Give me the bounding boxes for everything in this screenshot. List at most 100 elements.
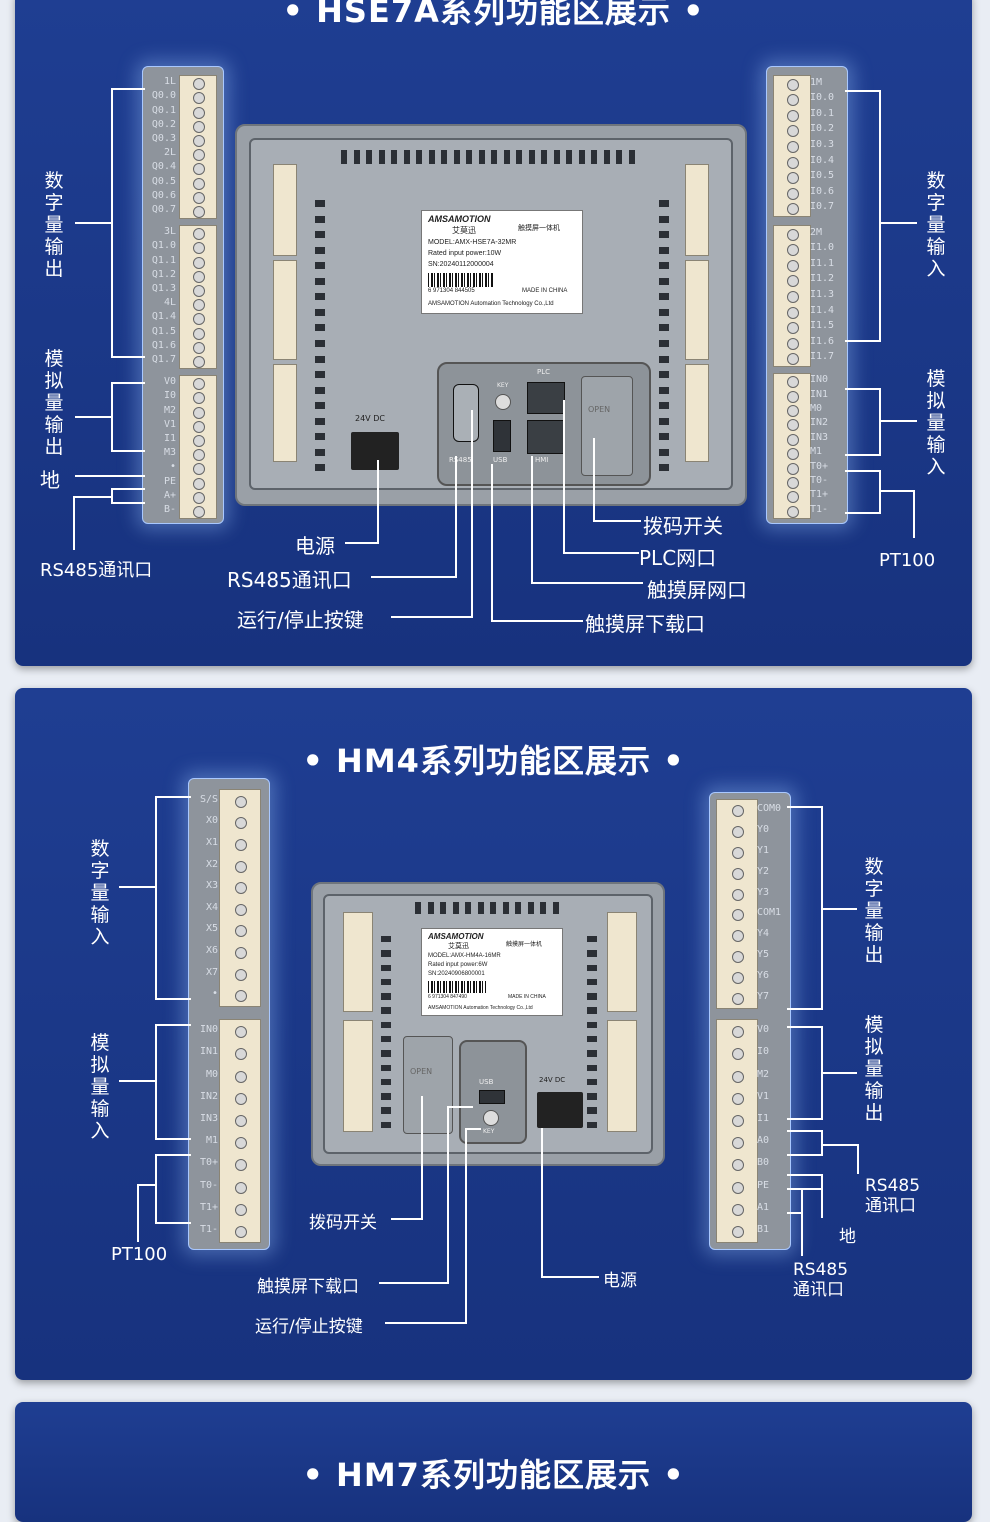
pin-label: T0-	[199, 1179, 218, 1191]
terminal-block	[179, 225, 217, 369]
power-connector[interactable]	[351, 432, 399, 470]
terminal-screw	[787, 291, 799, 303]
terminal-screw	[787, 94, 799, 107]
vent-slot	[587, 1093, 597, 1100]
digital-input-label: 数字量输入	[90, 838, 110, 948]
terminal-screw	[787, 448, 799, 461]
terminal-screw	[732, 1203, 744, 1216]
terminal-screw	[193, 191, 205, 204]
vent-slot	[515, 902, 522, 914]
pin-label: V0	[163, 376, 176, 388]
vent-slot	[452, 902, 459, 914]
terminal-screw	[193, 106, 205, 119]
plc-ethernet-port[interactable]	[527, 382, 565, 414]
pin-label: M3	[163, 447, 176, 459]
vent-slot	[490, 902, 497, 914]
pin-label: X3	[205, 880, 218, 892]
vent-slot	[466, 150, 473, 164]
vent-slot	[315, 324, 325, 332]
pin-label: Q0.5	[151, 175, 176, 187]
terminal-block	[716, 1019, 758, 1243]
dip-switch-cover[interactable]: OPEN	[403, 1036, 453, 1134]
vent-slot	[465, 902, 472, 914]
pin-label: X0	[205, 815, 218, 827]
terminal-screw	[787, 203, 799, 216]
terminal-screw	[193, 120, 205, 133]
pin-label: B1	[757, 1223, 770, 1235]
pin-label: 3L	[163, 226, 176, 238]
pin-label: T1-	[199, 1223, 218, 1235]
pin-label: Q1.2	[151, 268, 176, 280]
barcode	[428, 981, 486, 993]
terminal-screw	[193, 149, 205, 162]
run-stop-key[interactable]	[483, 1110, 499, 1126]
vent-slot	[587, 1064, 597, 1071]
hse7a-device: AMSAMOTION 艾莫迅 触摸屏一体机 MODEL:AMX-HSE7A-32…	[235, 124, 747, 506]
usb-port[interactable]	[493, 420, 511, 452]
pin-label: T0+	[199, 1157, 218, 1169]
vent-slot	[587, 1007, 597, 1014]
terminal-screw	[193, 491, 205, 504]
terminal-block	[716, 799, 758, 1009]
vent-slot	[587, 1107, 597, 1114]
rs485-db9-port[interactable]	[453, 384, 479, 442]
pin-label: IN2	[199, 1090, 218, 1102]
digital-input-label: 数字量输入	[926, 170, 946, 280]
terminal-block	[773, 373, 811, 519]
rs485-port-label: RS485通讯口	[227, 568, 352, 592]
pin-label: Q1.3	[151, 282, 176, 294]
vent-slot	[587, 993, 597, 1000]
terminal-screw	[732, 1026, 744, 1039]
terminal-block	[219, 789, 261, 1007]
usb-port[interactable]	[479, 1090, 505, 1104]
vent-slot	[659, 402, 669, 410]
terminal-screw	[193, 256, 205, 269]
terminal-screw	[235, 1225, 247, 1238]
vent-slot	[659, 231, 669, 239]
pin-label: Q0.1	[151, 104, 176, 116]
terminal-screw	[235, 1203, 247, 1216]
terminal-screw	[193, 242, 205, 255]
terminal-screw	[235, 1026, 247, 1039]
mini-terminal	[607, 912, 637, 1012]
ground-label: 地	[839, 1227, 856, 1247]
vent-slot	[453, 150, 460, 164]
vent-slot	[315, 262, 325, 270]
pin-label: IN3	[810, 431, 829, 443]
pin-label: I0	[757, 1046, 770, 1058]
run-stop-key[interactable]	[495, 394, 511, 410]
vent-slot	[603, 150, 610, 164]
mini-terminal	[273, 260, 297, 360]
vent-slot	[381, 1093, 391, 1100]
touch-download-label: 触摸屏下载口	[257, 1277, 359, 1297]
port-area: USB KEY	[459, 1040, 527, 1144]
hmi-ethernet-port[interactable]	[527, 420, 565, 454]
pin-label: X4	[205, 901, 218, 913]
pin-label: Q0.7	[151, 203, 176, 215]
power-connector[interactable]	[537, 1092, 583, 1128]
terminal-screw	[193, 355, 205, 368]
terminal-screw	[193, 299, 205, 312]
terminal-screw	[732, 805, 744, 818]
terminal-screw	[787, 491, 799, 504]
vent-slot	[440, 902, 447, 914]
pin-label: I0.3	[810, 139, 835, 150]
pin-label: I0.1	[810, 107, 835, 119]
vent-slot	[381, 1021, 391, 1029]
terminal-screw	[787, 477, 799, 489]
dip-switch-cover[interactable]: OPEN	[581, 376, 633, 476]
vent-slot	[381, 978, 391, 986]
device-back: AMSAMOTION 艾莫迅 触摸屏一体机 MODEL:AMX-HSE7A-32…	[249, 138, 733, 490]
vent-slot	[528, 150, 535, 164]
pin-label: IN0	[810, 374, 829, 386]
vent-slot	[315, 308, 325, 316]
pin-label: M1	[205, 1135, 218, 1147]
vent-slot	[587, 936, 597, 943]
terminal-screw	[193, 270, 205, 283]
vent-slot	[381, 993, 391, 1000]
vent-slot	[381, 1007, 391, 1014]
pin-label: Q0.0	[151, 90, 176, 102]
run-stop-label: 运行/停止按键	[237, 608, 364, 632]
